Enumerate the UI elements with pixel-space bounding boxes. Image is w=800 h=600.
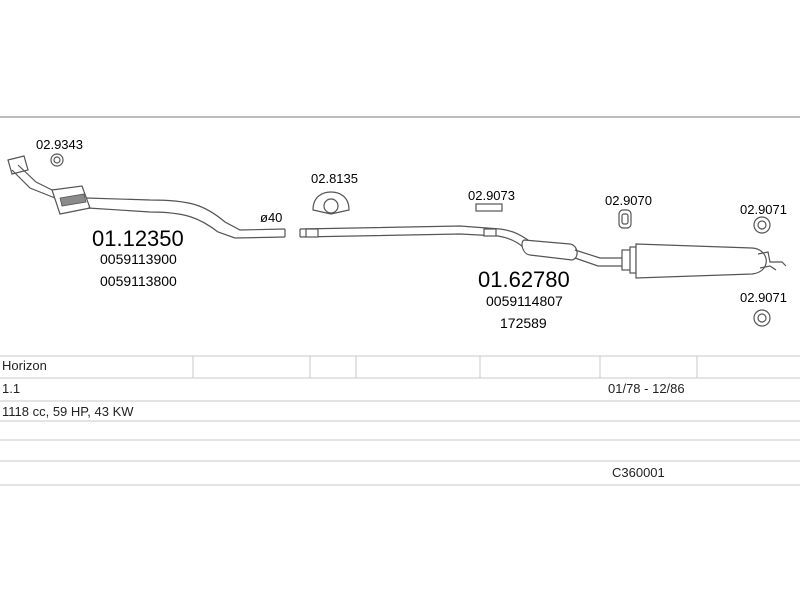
center-pipe-drawing [299,225,529,249]
table-specs: 1118 cc, 59 HP, 43 KW [2,404,134,419]
ring-top-part-icon [753,216,771,234]
label-rear-oem1: 0059114807 [486,293,563,309]
clamp-part-icon [50,153,64,167]
hanger-mid-part-icon [475,203,503,212]
table-model: Horizon [2,358,47,373]
gasket-part-icon [312,191,350,215]
rear-silencer-drawing [521,239,787,279]
ring-bottom-part-icon [753,309,771,327]
table-code: C360001 [612,465,665,480]
label-front-pipe-oem2: 0059113800 [100,273,177,289]
label-front-pipe-oem1: 0059113900 [100,251,177,267]
label-hanger-mid: 02.9073 [468,188,515,203]
application-table [0,355,800,486]
label-gasket: 02.8135 [311,171,358,186]
hanger-rear-part-icon [618,209,632,229]
front-pipe-drawing [7,155,286,239]
table-engine: 1.1 [2,381,21,396]
label-ring-top: 02.9071 [740,202,787,217]
label-front-pipe-number: 01.12350 [92,226,184,251]
table-years: 01/78 - 12/86 [608,381,685,396]
label-ring-bottom: 02.9071 [740,290,787,305]
label-top-clamp: 02.9343 [36,137,83,152]
label-hanger-rear: 02.9070 [605,193,652,208]
label-diameter: ø40 [260,210,282,225]
label-rear-oem2: 172589 [500,315,547,331]
label-rear-number: 01.62780 [478,267,570,292]
